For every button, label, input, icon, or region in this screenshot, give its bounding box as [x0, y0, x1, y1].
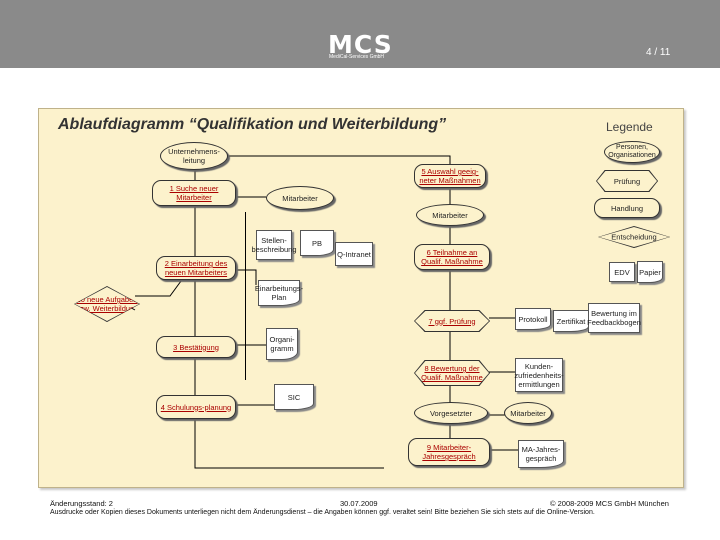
legend-personen: Personen, Organisationen: [604, 141, 660, 163]
node-teilnahme: 6 Teilnahme an Qualif. Maßnahme: [414, 244, 490, 270]
node-bewertungsbogen: Bewertung im Feedbackbogen: [587, 303, 641, 333]
node-ma-jahresgespraech: MA-Jahres-gespräch: [518, 440, 564, 468]
logo: MCS: [328, 30, 393, 59]
legend-handlung: Handlung: [594, 198, 660, 218]
lane-divider: [245, 212, 246, 380]
footer-stand: Änderungsstand: 2: [50, 499, 113, 508]
legend-pruefung: Prüfung: [596, 170, 658, 192]
node-stellenbeschreibung: Stellen-beschreibung: [251, 230, 297, 260]
legend-title: Legende: [606, 120, 653, 134]
legend-entscheidung: Entscheidung: [598, 226, 670, 248]
node-pb: PB: [300, 230, 334, 256]
header-bar: [0, 0, 720, 68]
node-unternehmensleitung: Unternehmens-leitung: [160, 142, 228, 170]
node-einarbeitung: 2 Einarbeitung des neuen Mitarbeiters: [156, 256, 236, 280]
node-organigramm: Organi-gramm: [266, 328, 298, 360]
page-number: 4 / 11: [646, 47, 671, 58]
node-mitarbeitergespraech: 9 Mitarbeiter-Jahresgespräch: [408, 438, 490, 466]
footer-date: 30.07.2009: [340, 499, 378, 508]
node-sic: SIC: [274, 384, 314, 410]
logo-subtitle: MediCal-Services GmbH: [329, 54, 385, 60]
node-kundenzufriedenheit: Kunden-zufriedenheits-ermittlungen: [514, 358, 564, 392]
node-suche: 1 Suche neuer Mitarbeiter: [152, 180, 236, 206]
footer-disclaimer: Ausdrucke oder Kopien dieses Dokuments u…: [50, 509, 595, 516]
node-pruefung-ggf: 7 ggf. Prüfung: [414, 310, 490, 332]
diagram-panel: [38, 108, 684, 488]
node-vorgesetzter: Vorgesetzter: [414, 402, 488, 424]
node-zertifikat: Zertifikat: [553, 310, 589, 332]
page-title: Ablaufdiagramm “Qualifikation und Weiter…: [58, 116, 447, 133]
legend-edv: EDV: [609, 262, 635, 282]
node-schulungsplanung: 4 Schulungs-planung: [156, 395, 236, 419]
node-mitarbeiter-3: Mitarbeiter: [504, 402, 552, 424]
legend-papier: Papier: [637, 261, 663, 283]
node-protokoll: Protokoll: [515, 308, 551, 330]
node-bestaetigung: 3 Bestätigung: [156, 336, 236, 358]
node-mitarbeiter-1: Mitarbeiter: [266, 186, 334, 210]
node-einarbeitungsplan: Einarbeitungs-Plan: [255, 280, 303, 306]
node-q-intranet: Q-Intranet: [335, 242, 373, 266]
footer-copyright: © 2008-2009 MCS GmbH München: [550, 499, 669, 508]
node-auswahl: 5 Auswahl geeig-neter Maßnahmen: [414, 164, 486, 188]
node-bewertung: 8 Bewertung der Qualif. Maßnahme: [414, 360, 490, 386]
node-mitarbeiter-2: Mitarbeiter: [416, 204, 484, 226]
